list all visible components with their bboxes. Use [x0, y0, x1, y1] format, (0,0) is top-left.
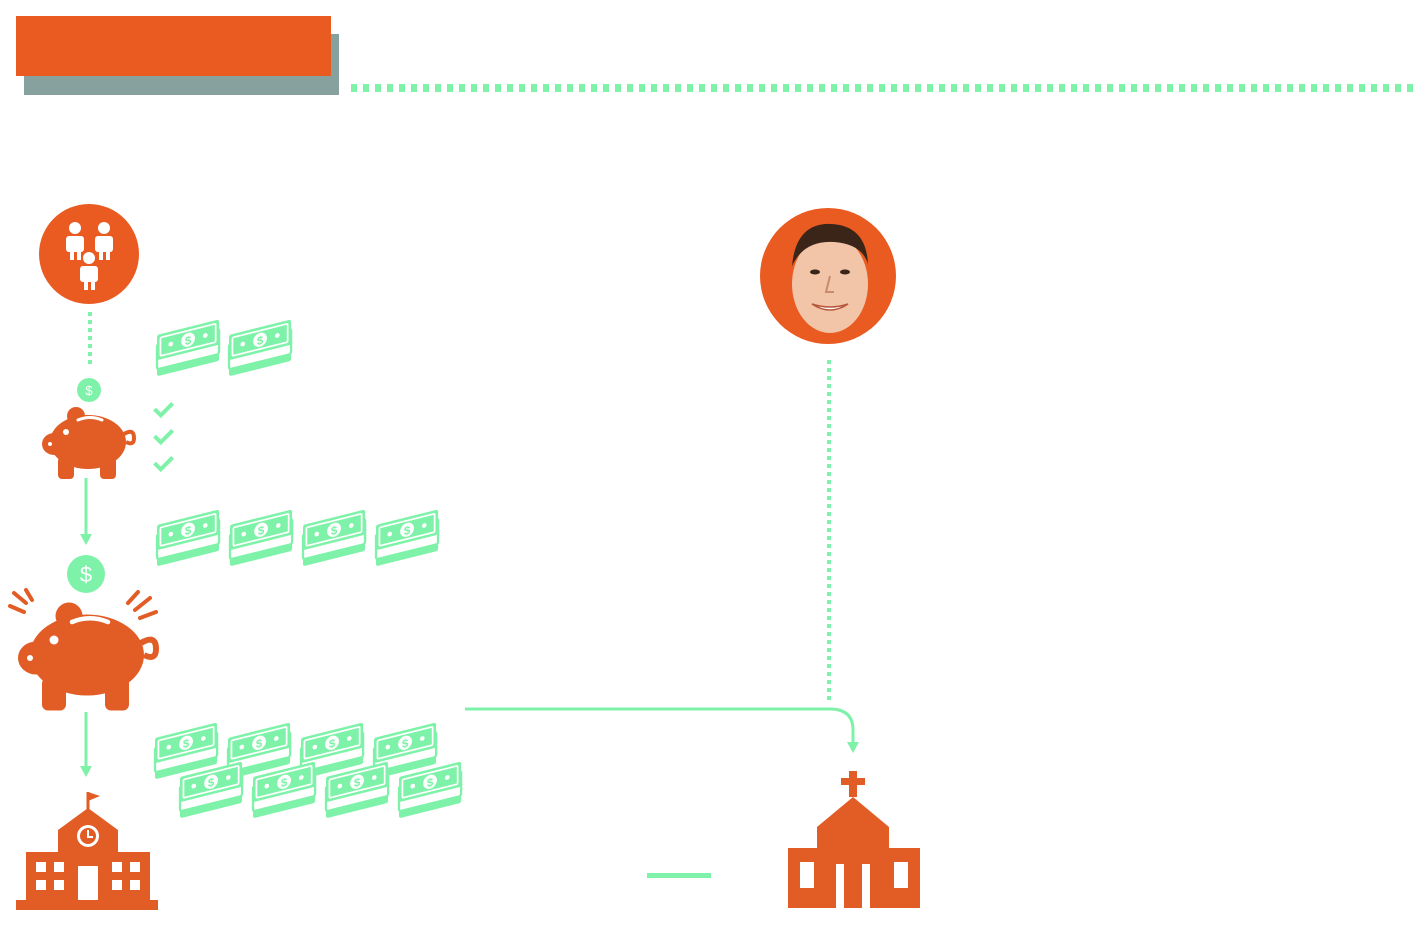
school-building-icon [16, 792, 158, 910]
cash-stack-icon [227, 318, 293, 378]
person-portrait [760, 208, 896, 344]
people-group-icon [39, 204, 139, 304]
arrow-head [80, 766, 92, 777]
cash-stack-icon [155, 508, 221, 568]
flow-connector [465, 707, 855, 744]
cash-stack-icon [301, 508, 367, 568]
header-dotted-rule [351, 84, 1418, 92]
check-icon [153, 456, 175, 473]
legend-line [647, 873, 711, 878]
header-title [16, 16, 331, 76]
dollar-coin-icon-large: $ [67, 555, 105, 593]
full-piggy-bank-icon [8, 588, 156, 711]
check-icon [153, 402, 175, 419]
arrow-head [847, 742, 859, 753]
svg-text:$: $ [80, 562, 92, 587]
svg-text:$: $ [85, 383, 93, 398]
check-icon [153, 429, 175, 446]
cash-stack-icon [228, 508, 294, 568]
piggy-bank-icon [40, 405, 136, 481]
arrow-head [80, 534, 92, 545]
check-list [153, 402, 175, 473]
cash-stack-icon [374, 508, 440, 568]
church-icon [788, 771, 920, 908]
cash-stacks [153, 318, 463, 820]
dollar-coin-icon: $ [77, 378, 101, 402]
cash-stack-icon [155, 318, 221, 378]
